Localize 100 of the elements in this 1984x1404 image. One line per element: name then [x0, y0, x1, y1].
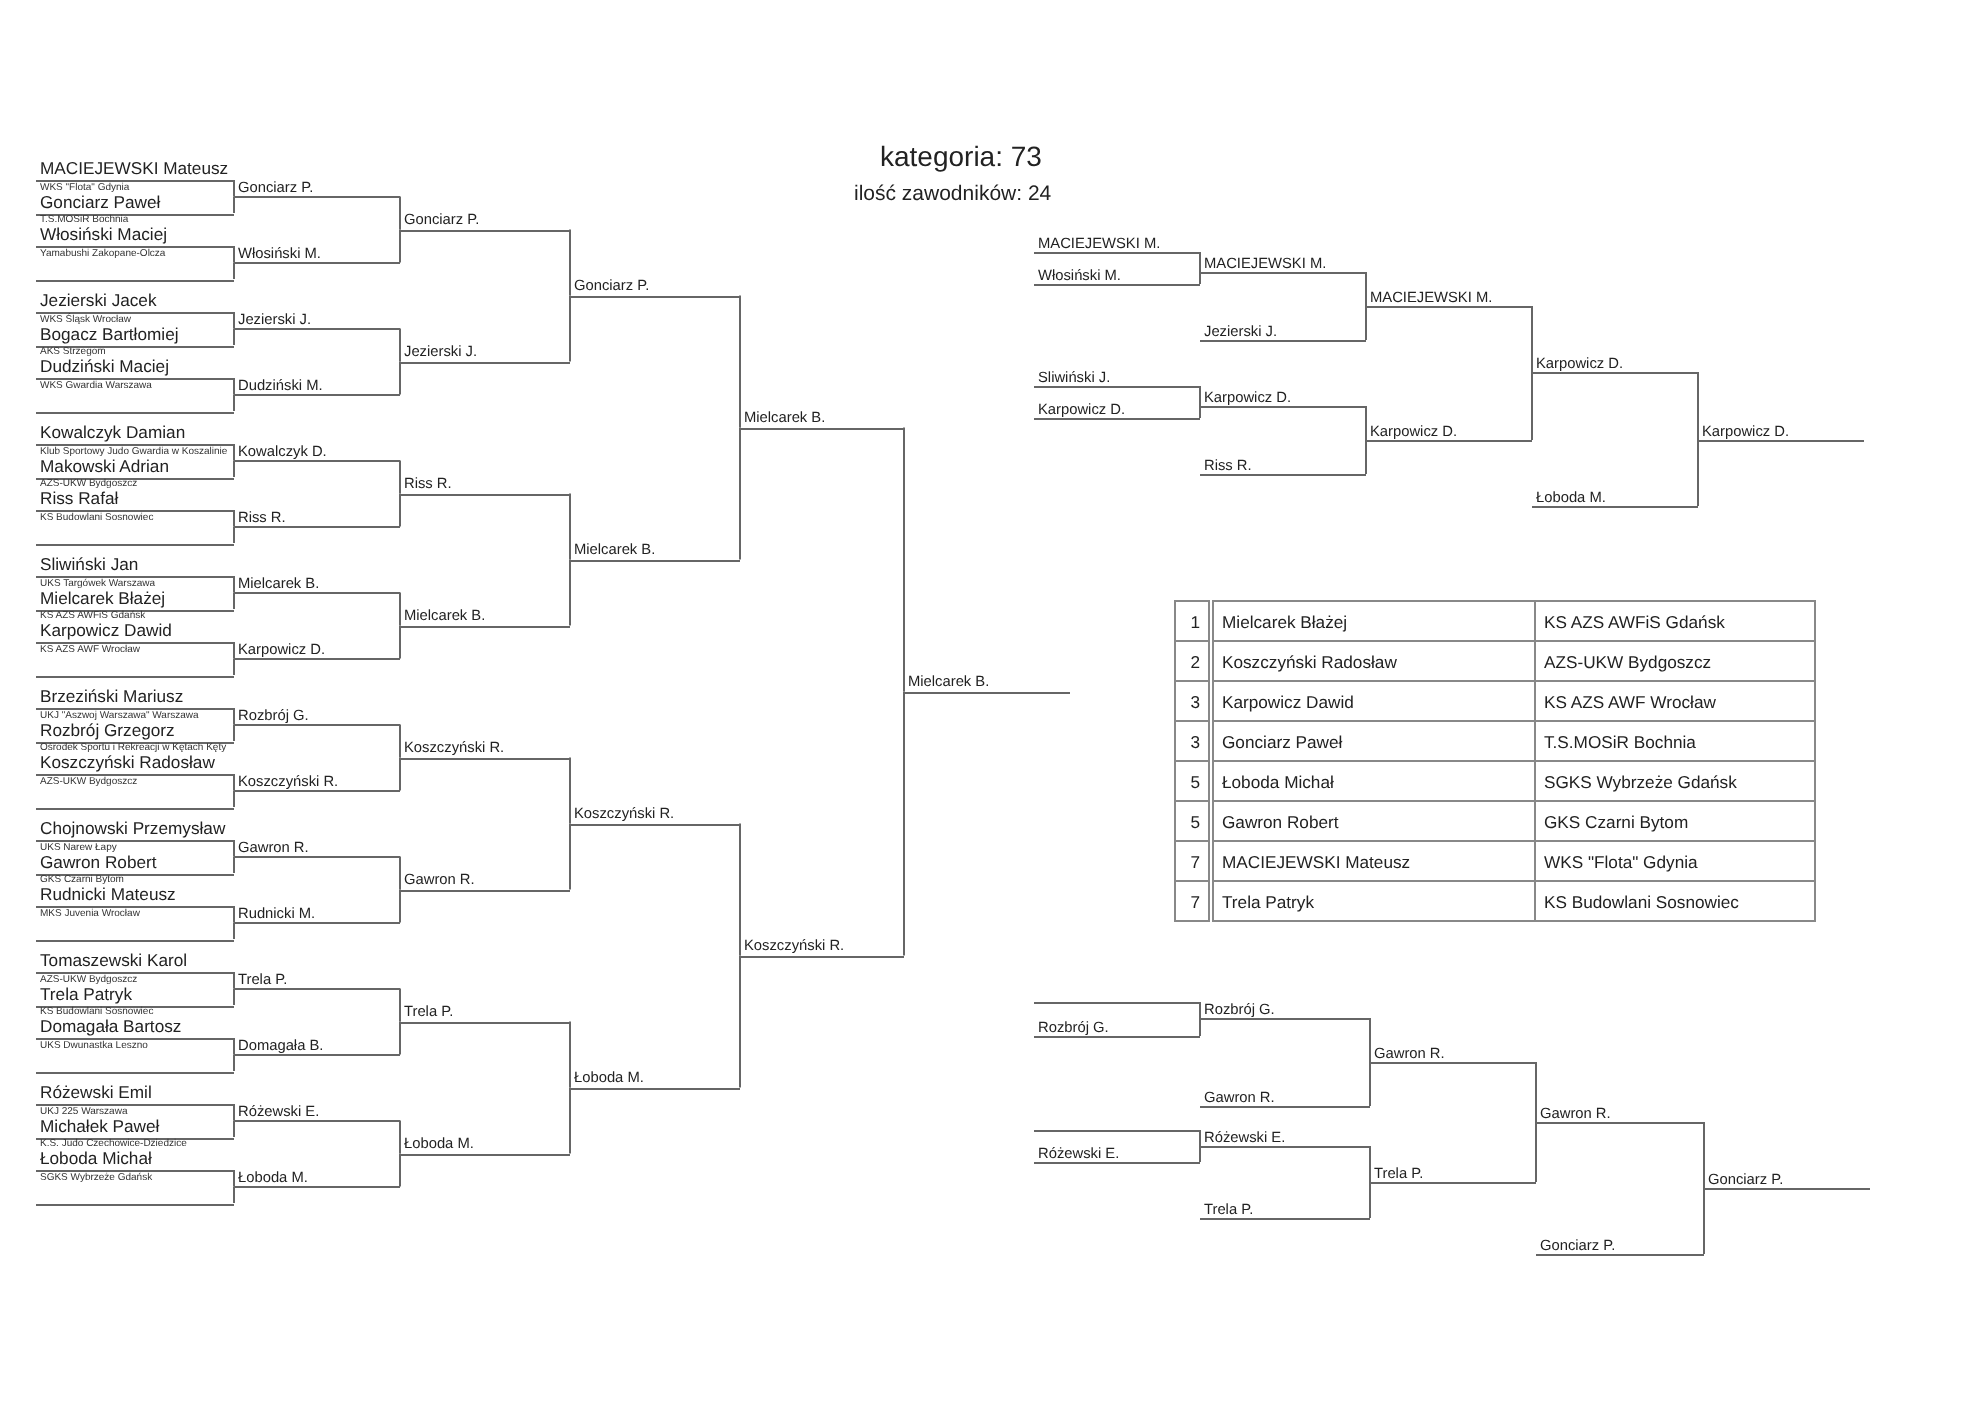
bracket-connector — [1365, 305, 1367, 341]
competitor-slot — [36, 321, 234, 347]
competitor-slot — [36, 420, 234, 446]
competitor-slot — [36, 882, 234, 908]
competitor-slot — [36, 288, 234, 314]
bracket-connector — [399, 624, 401, 660]
bracket-connector — [399, 591, 401, 627]
bracket-connector — [399, 855, 401, 891]
competitor-slot — [36, 585, 234, 611]
place-number: 7 — [1175, 841, 1211, 881]
competitor-slot — [36, 717, 234, 743]
competitor-name: Tomaszewski Karol — [40, 952, 188, 970]
competitor-name: Koszczyński Radosław — [40, 754, 215, 772]
bracket-connector — [569, 294, 571, 363]
competitor-name: Łoboda Michał — [1211, 761, 1535, 801]
bracket-connector — [233, 789, 235, 808]
bracket-connector — [233, 311, 235, 330]
competitor-slot — [36, 948, 234, 974]
club-name: SGKS Wybrzeże Gdańsk — [1535, 761, 1815, 801]
bracket-connector — [1199, 1017, 1201, 1037]
bracket-connector — [233, 591, 235, 610]
bracket-connector — [1369, 1061, 1371, 1107]
bracket-connector — [1199, 385, 1201, 407]
bracket-connector — [233, 459, 235, 478]
bracket-connector — [1365, 439, 1367, 475]
bracket-connector — [233, 1037, 235, 1056]
competitor-name: Rudnicki Mateusz — [40, 886, 176, 904]
bracket-connector — [233, 1185, 235, 1204]
competitor-slot — [36, 486, 234, 512]
competitor-slot — [36, 684, 234, 710]
bracket-connector — [233, 195, 235, 214]
bracket-connector — [569, 822, 571, 891]
bracket-connector — [233, 1103, 235, 1122]
competitor-slot — [36, 1080, 234, 1106]
competitor-name: Gonciarz Paweł — [40, 193, 161, 211]
club-name: KS AZS AWFiS Gdańsk — [1535, 601, 1815, 641]
bracket-connector — [569, 558, 571, 627]
competitor-name: Gawron Robert — [1211, 801, 1535, 841]
bracket-connector — [233, 707, 235, 726]
bracket-connector — [233, 575, 235, 594]
competitor-name: Gawron Robert — [40, 853, 157, 871]
competitor-name: Mielcarek Błażej — [1211, 601, 1535, 641]
bracket-connector — [739, 426, 741, 561]
bracket-connector — [399, 195, 401, 231]
bracket-connector — [233, 377, 235, 396]
bracket-connector — [1365, 271, 1367, 307]
bracket-connector — [1369, 1017, 1371, 1063]
bracket-connector — [233, 905, 235, 924]
competitor-name: MACIEJEWSKI Mateusz — [1211, 841, 1535, 881]
bracket-connector — [1199, 1001, 1201, 1019]
bracket-connector — [399, 888, 401, 924]
bracket-connector — [233, 987, 235, 1006]
bracket-connector — [399, 987, 401, 1023]
competitor-slot — [36, 354, 234, 380]
bracket-connector — [569, 1086, 571, 1155]
bracket-connector — [233, 921, 235, 940]
bracket-connector — [233, 327, 235, 346]
club-name: AZS-UKW Bydgoszcz — [1535, 641, 1815, 681]
competitor-slot — [36, 222, 234, 248]
bracket-connector — [1535, 1121, 1537, 1183]
competitor-name: Dudziński Maciej — [40, 358, 169, 376]
bracket-connector — [233, 1119, 235, 1138]
bracket-connector — [1199, 1145, 1201, 1163]
competitor-name: Łoboda Michał — [40, 1150, 152, 1168]
place-number: 1 — [1175, 601, 1211, 641]
bracket-connector — [569, 1020, 571, 1089]
bracket-connector — [233, 245, 235, 264]
bracket-connector — [1697, 371, 1699, 441]
bracket-connector — [399, 459, 401, 495]
place-number: 7 — [1175, 881, 1211, 921]
competitor-slot — [36, 1014, 234, 1040]
bracket-connector — [569, 756, 571, 825]
competitor-name: Różewski Emil — [40, 1084, 152, 1102]
bracket-connector — [233, 723, 235, 742]
bracket-connector — [399, 360, 401, 396]
bracket-connector — [233, 839, 235, 858]
competitor-slot — [36, 1146, 234, 1172]
competitor-name: Riss Rafał — [40, 490, 119, 508]
bracket-connector — [1703, 1187, 1705, 1255]
bracket-connector — [399, 1020, 401, 1056]
competitor-name: Trela Patryk — [40, 985, 133, 1003]
bracket-connector — [233, 773, 235, 792]
place-number: 5 — [1175, 801, 1211, 841]
competitor-name: Trela Patryk — [1211, 881, 1535, 921]
bracket-connector — [739, 954, 741, 1089]
bracket-connector — [1531, 371, 1533, 441]
bracket-connector — [233, 525, 235, 544]
bracket-connector — [399, 756, 401, 792]
bracket-connector — [399, 327, 401, 363]
bracket-connector — [569, 228, 571, 297]
bracket-connector — [1199, 405, 1201, 419]
bracket-connector — [399, 492, 401, 528]
club-name: GKS Czarni Bytom — [1535, 801, 1815, 841]
bracket-connector — [233, 509, 235, 528]
place-number: 3 — [1175, 721, 1211, 761]
competitor-name: Gonciarz Paweł — [1211, 721, 1535, 761]
competitor-slot — [36, 1113, 234, 1139]
competitor-name: Koszczyński Radosław — [1211, 641, 1535, 681]
bracket-connector — [233, 641, 235, 660]
bracket-connector — [399, 1119, 401, 1155]
